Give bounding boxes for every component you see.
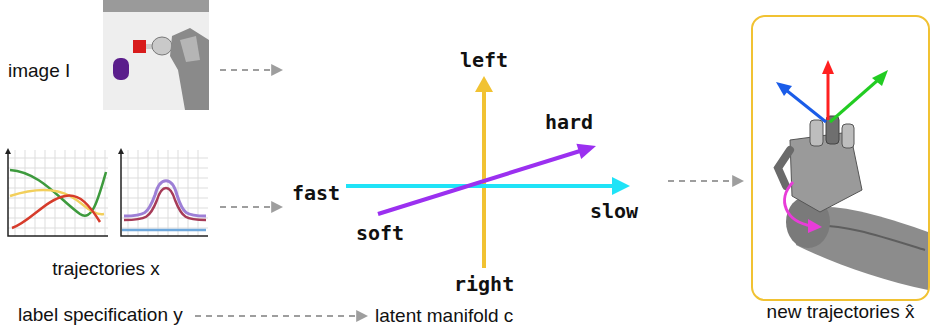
grid (121, 150, 208, 236)
axis-arrow (378, 151, 580, 214)
frame-axis (830, 80, 878, 122)
axis-head (5, 148, 11, 154)
photo-ground (103, 0, 209, 110)
axis-head (118, 148, 124, 154)
trajectory-line (124, 181, 206, 216)
dashed-arrow (220, 206, 282, 208)
figure-caption: trajectories x (0, 258, 212, 281)
frame-axis-head (822, 60, 834, 74)
axis-label: soft (356, 221, 404, 245)
axis-label: fast (292, 181, 340, 205)
figure-caption: label specification y (18, 304, 183, 327)
axis-head (576, 144, 596, 159)
dashed-arrow (220, 69, 282, 71)
axis-label: left (460, 48, 508, 72)
robot-finger (810, 120, 823, 146)
red-cube (133, 40, 146, 53)
grid (8, 150, 108, 236)
photo (103, 0, 209, 110)
rotation-arrow-head (808, 219, 822, 233)
figure-caption: latent manifold c (375, 305, 513, 328)
frame-axis (786, 90, 826, 122)
dashed-arrow (195, 315, 367, 317)
robot-illustration (776, 60, 928, 290)
output-box: new trajectories x̂ (751, 15, 930, 301)
photo-edge (103, 0, 209, 12)
dashed-arrow (668, 180, 743, 182)
axis-label: right (454, 272, 514, 296)
trajectory-line (124, 188, 206, 220)
figure-region: image I (8, 0, 212, 112)
figure-region: trajectories x (0, 145, 212, 285)
purple-cylinder (113, 58, 129, 80)
figure-caption: image I (8, 60, 70, 83)
robot-thumb (778, 150, 790, 186)
axis-label: slow (590, 199, 638, 223)
robot-hand-detail (180, 36, 200, 62)
rotation-arrow (785, 182, 812, 226)
frame-axis-head (872, 70, 888, 86)
axis-arrow (346, 184, 614, 188)
plot-axes (121, 150, 208, 236)
plot-axes (8, 150, 108, 236)
trajectory-line (12, 196, 100, 228)
frame-axis (827, 72, 830, 120)
trajectory-plot (8, 150, 108, 236)
robot-hand (170, 28, 209, 110)
figure-region: label specification y (18, 304, 187, 327)
trajectory-line (10, 190, 104, 214)
axis-head (475, 76, 493, 92)
trajectory-plot (121, 150, 208, 236)
axis-label: hard (545, 110, 593, 134)
axis-head (612, 177, 630, 195)
gripper-object (152, 37, 172, 55)
robot-finger (842, 124, 854, 148)
figure-caption: new trajectories x̂ (753, 301, 928, 324)
trajectory-line (122, 229, 206, 232)
frame-axis-head (776, 82, 792, 96)
